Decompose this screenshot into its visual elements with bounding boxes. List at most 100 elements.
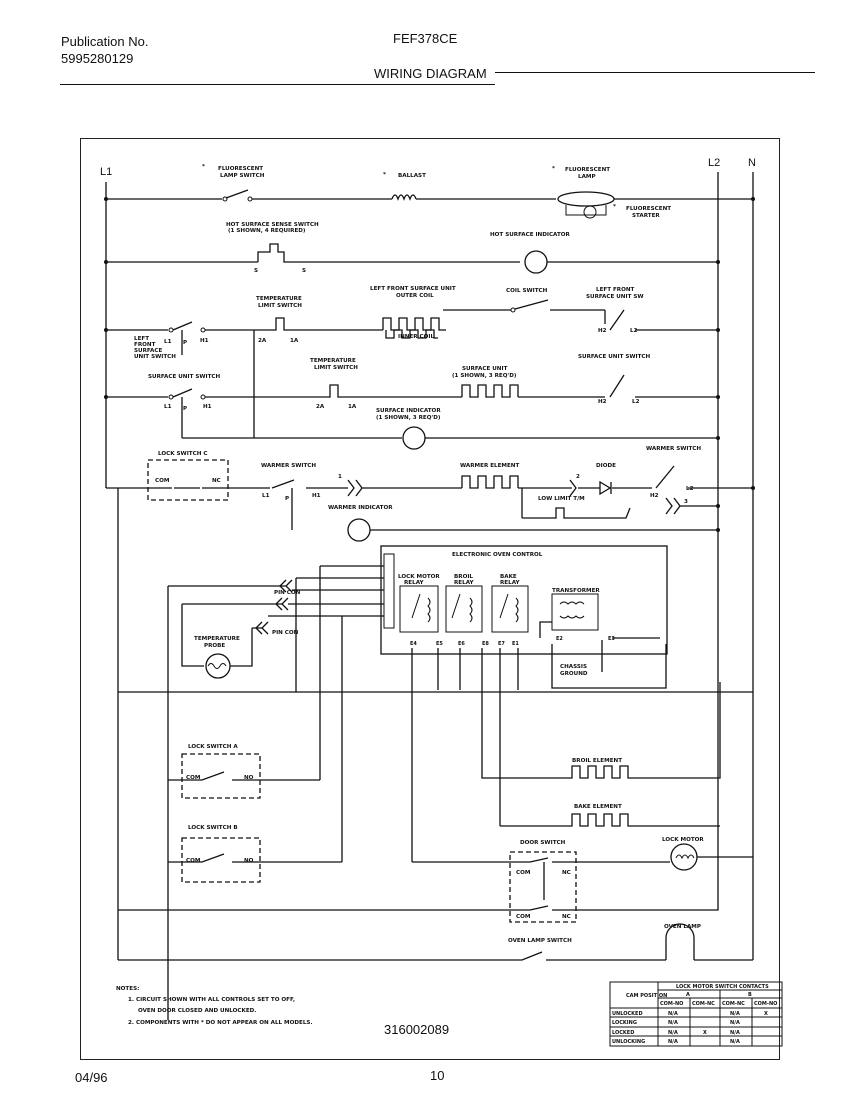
svg-text:UNLOCKING: UNLOCKING [612,1039,645,1045]
contact-table-title: LOCK MOTOR SWITCH CONTACTS [676,984,769,990]
surface-unit-label: SURFACE UNIT [462,366,508,372]
page-number: 10 [430,1068,445,1083]
svg-text:UNLOCKED: UNLOCKED [612,1011,643,1017]
svg-text:2. COMPONENTS WITH * DO NOT AP: 2. COMPONENTS WITH * DO NOT APPEAR ON AL… [128,1020,313,1026]
surface-indicator-label: SURFACE INDICATOR [376,408,441,414]
model-number: FEF378CE [393,31,458,46]
surface-unit-switch-right-label: SURFACE UNIT SWITCH [578,354,651,360]
left-front-outer-coil-label: LEFT FRONT SURFACE UNIT [370,286,456,292]
surface-unit-switch-left-label: SURFACE UNIT SWITCH [148,374,221,380]
svg-text:LAMP SWITCH: LAMP SWITCH [220,173,265,179]
svg-text:LOCKING: LOCKING [612,1020,637,1026]
publication-label: Publication No. [61,34,149,49]
line-n-label: N [748,157,756,169]
svg-text:(1 SHOWN, 3 REQ'D): (1 SHOWN, 3 REQ'D) [376,415,441,421]
svg-text:E8: E8 [482,641,489,647]
svg-text:*: * [613,204,616,210]
broil-relay-label: BROIL [454,574,473,580]
svg-text:L2: L2 [632,399,640,405]
svg-text:COM-NO: COM-NO [754,1001,777,1007]
notes: NOTES: 1. CIRCUIT SHOWN WITH ALL CONTROL… [116,986,313,1026]
door-switch-lock-motor: DOOR SWITCH COM NC COM NC LOCK MOTOR OVE… [118,837,753,961]
svg-text:LOCKED: LOCKED [612,1030,634,1036]
svg-text:H2: H2 [598,399,607,405]
svg-text:COM: COM [186,858,201,864]
warmer-element-label: WARMER ELEMENT [460,463,519,469]
svg-text:H2: H2 [598,328,607,334]
svg-text:N/A: N/A [730,1030,740,1036]
svg-text:RELAY: RELAY [404,580,424,586]
svg-text:H1: H1 [200,338,209,344]
svg-text:H1: H1 [312,493,321,499]
svg-text:L1: L1 [262,493,270,499]
svg-text:UNIT SWITCH: UNIT SWITCH [134,354,176,360]
lock-switch-b-label: LOCK SWITCH B [188,825,238,831]
svg-text:E5: E5 [436,641,443,647]
svg-text:S: S [254,268,258,274]
svg-text:E7: E7 [498,641,505,647]
svg-text:L1: L1 [164,404,172,410]
svg-text:H2: H2 [650,493,659,499]
fluorescent-circuit: * FLUORESCENT LAMP SWITCH * BALLAST * FL… [104,164,755,219]
page-title: WIRING DIAGRAM [374,66,487,81]
svg-text:P: P [285,496,289,502]
svg-text:2A: 2A [258,338,267,344]
hot-surface-sense-switch-label: HOT SURFACE SENSE SWITCH [226,222,319,228]
svg-text:X: X [703,1030,707,1036]
svg-text:PROBE: PROBE [204,643,225,649]
svg-text:N/A: N/A [668,1011,678,1017]
warmer-switch-left-label: WARMER SWITCH [261,463,316,469]
lock-switch-a-label: LOCK SWITCH A [188,744,238,750]
svg-text:FRONT: FRONT [134,342,156,348]
lock-motor-label: LOCK MOTOR [662,837,704,843]
hot-surface-indicator-label: HOT SURFACE INDICATOR [490,232,571,238]
svg-text:CAM POSITION: CAM POSITION [626,993,667,999]
bake-relay-label: BAKE [500,574,517,580]
svg-text:GROUND: GROUND [560,671,588,677]
fluorescent-lamp-switch-label: FLUORESCENT [218,166,263,172]
pin-con-1-label: PIN CON [274,590,301,596]
svg-text:RELAY: RELAY [454,580,474,586]
svg-text:STARTER: STARTER [632,213,660,219]
header-rule-left [60,84,495,85]
svg-text:(1 SHOWN, 3 REQ'D): (1 SHOWN, 3 REQ'D) [452,373,517,379]
svg-text:E6: E6 [458,641,465,647]
svg-text:*: * [202,164,205,170]
coil-switch-label: COIL SWITCH [506,288,548,294]
lock-switch-c-label: LOCK SWITCH C [158,451,207,457]
svg-text:P: P [183,406,187,412]
broil-bake-elements: BROIL ELEMENT BAKE ELEMENT [481,682,721,827]
low-limit-tm-label: LOW LIMIT T/M [538,496,585,502]
svg-text:*: * [383,172,386,178]
svg-text:1. CIRCUIT SHOWN WITH ALL CONT: 1. CIRCUIT SHOWN WITH ALL CONTROLS SET T… [128,997,295,1003]
svg-text:N/A: N/A [668,1039,678,1045]
svg-text:LIMIT SWITCH: LIMIT SWITCH [314,365,358,371]
svg-text:NO: NO [244,775,254,781]
svg-text:RELAY: RELAY [500,580,520,586]
svg-text:OVEN DOOR CLOSED AND UNLOCKED.: OVEN DOOR CLOSED AND UNLOCKED. [138,1008,256,1014]
lock-motor-relay-label: LOCK MOTOR [398,574,440,580]
svg-text:SURFACE: SURFACE [134,348,162,354]
svg-text:1A: 1A [290,338,299,344]
temp-limit-switch-2-label: TEMPERATURE [310,358,356,364]
bake-element-label: BAKE ELEMENT [574,804,622,810]
svg-text:NO: NO [244,858,254,864]
temperature-probe-circuit: PIN CON PIN CON TEMPERATURE PROBE [167,579,384,1020]
diagram-frame [80,138,780,1060]
svg-text:2A: 2A [316,404,325,410]
temperature-probe-label: TEMPERATURE [194,636,240,642]
svg-text:3: 3 [684,499,688,505]
svg-text:COM: COM [516,870,531,876]
warmer-indicator-label: WARMER INDICATOR [328,505,393,511]
inner-coil-label: INNER COIL [398,334,434,340]
line-l1-label: L1 [100,166,112,178]
svg-text:OUTER COIL: OUTER COIL [396,293,434,299]
svg-text:X: X [764,1011,768,1017]
svg-text:H1: H1 [203,404,212,410]
svg-text:COM-NC: COM-NC [722,1001,745,1007]
temp-limit-switch-1-label: TEMPERATURE [256,296,302,302]
left-front-surface-unit-switch-label: LEFT FRONT [596,287,635,293]
